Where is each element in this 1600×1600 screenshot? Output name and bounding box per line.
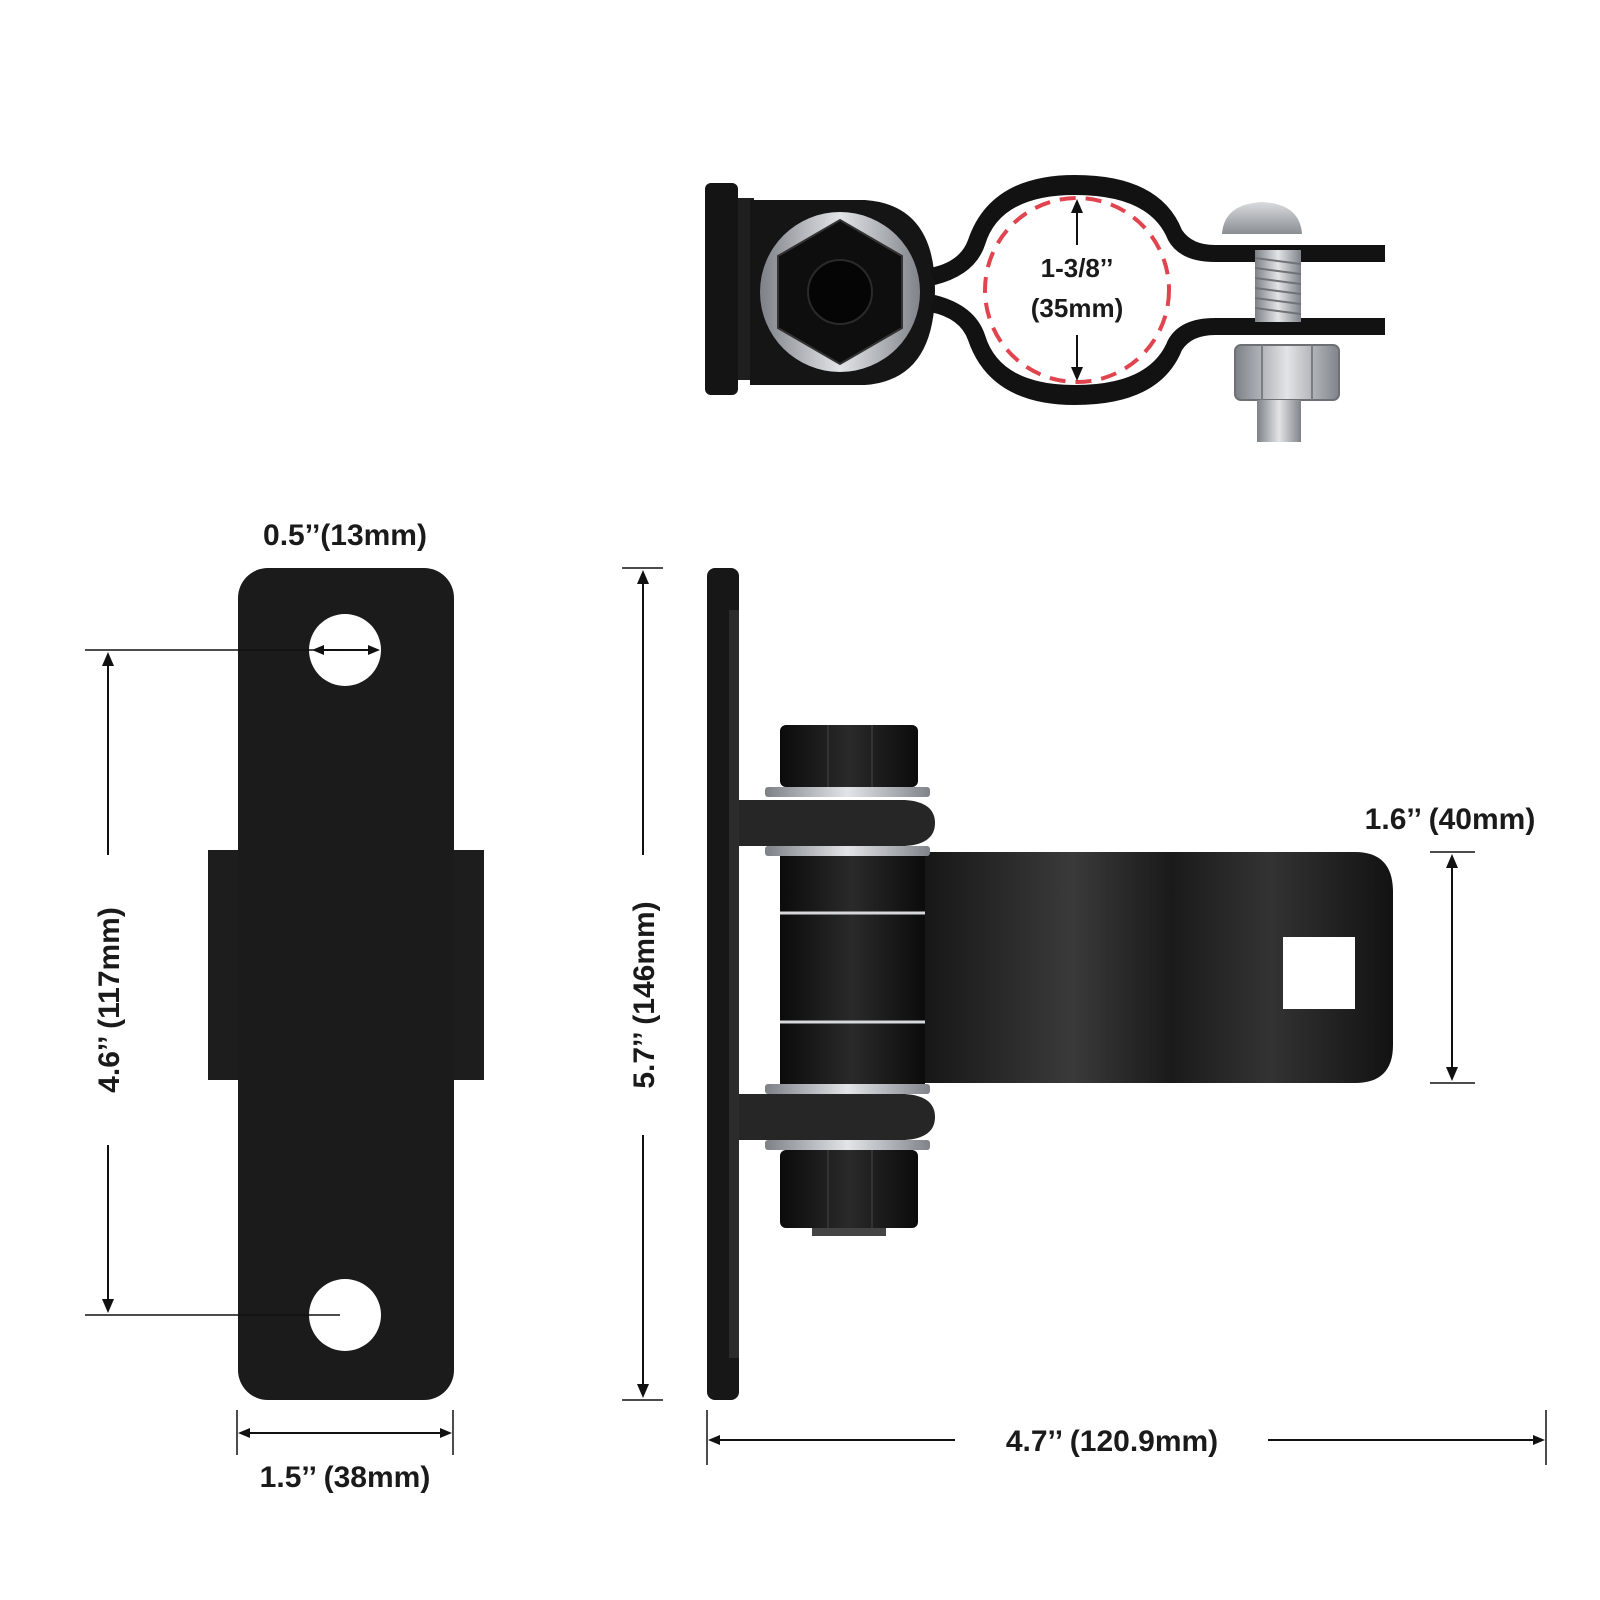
plate-rear-tab-right (452, 850, 484, 1080)
length-label: 4.7’’ (120.9mm) (1006, 1425, 1218, 1458)
plate-hole-bottom (309, 1279, 381, 1351)
side-bottom-nut (780, 1150, 918, 1228)
front-plate-view: 0.5’’(13mm) 4.6’’ (117mm) 1.5’’ (38mm) (85, 519, 484, 1494)
pipe-diameter-label: 1-3/8’’ (1041, 253, 1114, 283)
arm-width-arrow-top (1446, 854, 1458, 868)
hole-width-label: 0.5’’(13mm) (263, 519, 427, 552)
height-label: 5.7’’ (146mm) (628, 901, 661, 1088)
hole-spacing-label: 4.6’’ (117mm) (93, 907, 126, 1093)
side-top-washer-2 (765, 846, 930, 856)
length-arrow-right (1533, 1435, 1545, 1445)
clamp-nut (1234, 344, 1340, 401)
side-bolt-tip (812, 1228, 886, 1236)
pipe-diameter-metric: (35mm) (1031, 293, 1123, 323)
carriage-bolt-head (1222, 202, 1302, 234)
side-hinge-barrel (780, 856, 925, 1084)
height-arrow-top (637, 570, 649, 584)
side-arm (900, 852, 1393, 1083)
side-bottom-washer-1 (765, 1084, 930, 1094)
side-bottom-knuckle (739, 1094, 935, 1140)
height-arrow-bottom (637, 1384, 649, 1398)
plate-width-arrow-left (238, 1428, 250, 1438)
hole-spacing-arrow-top (102, 652, 114, 666)
side-top-knuckle (739, 800, 935, 846)
side-view: 5.7’’ (146mm) 1.6’’ (40mm) 4.7’’ (120.9m… (622, 567, 1547, 1465)
arm-width-label: 1.6’’ (40mm) (1365, 803, 1536, 836)
bolt-threads (1254, 257, 1302, 315)
top-mounting-plate (705, 183, 738, 395)
arm-width-arrow-bottom (1446, 1067, 1458, 1081)
side-top-washer (765, 787, 930, 797)
length-arrow-left (708, 1435, 720, 1445)
bolt-tail (1257, 400, 1301, 442)
arm-square-hole (1283, 937, 1355, 1009)
front-plate (238, 568, 454, 1400)
wall-plate-edge (729, 610, 739, 1358)
pipe-diameter-circle (983, 196, 1171, 384)
plate-width-label: 1.5’’ (38mm) (260, 1461, 431, 1494)
plate-rear-tab-left (208, 850, 240, 1080)
side-top-bolt-head (780, 725, 918, 787)
top-bolt-end (807, 259, 873, 325)
top-view-clamp: 1-3/8’’ (35mm) (705, 175, 1385, 442)
plate-width-arrow-right (440, 1428, 452, 1438)
side-bottom-washer-2 (765, 1140, 930, 1150)
hole-spacing-arrow-bottom (102, 1299, 114, 1313)
pipe-dim-arrow-top (1071, 199, 1083, 213)
pipe-dim-arrow-bottom (1071, 367, 1083, 381)
top-clamp-strap (930, 175, 1385, 405)
hole-width-arrow-right (368, 645, 380, 655)
